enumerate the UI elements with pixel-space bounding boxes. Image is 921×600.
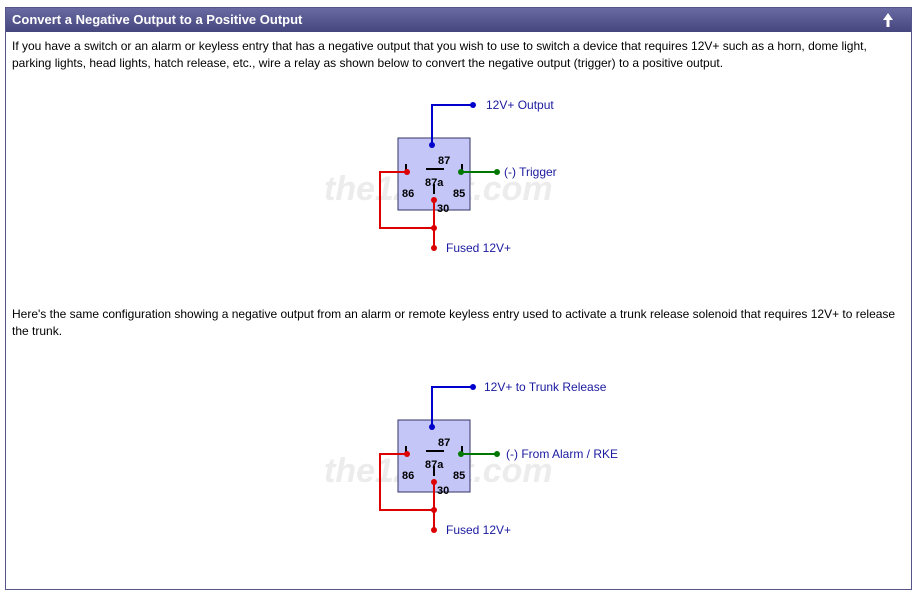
pin-86-label: 86 — [402, 470, 414, 482]
panel-title: Convert a Negative Output to a Positive … — [12, 12, 303, 27]
pin-30-label: 30 — [437, 485, 449, 497]
intro-paragraph: If you have a switch or an alarm or keyl… — [12, 39, 867, 70]
relay-diagram-trunk: the12volt.com 87 87a 86 85 30 12V+ to Tr… — [324, 380, 618, 537]
pin-85-label: 85 — [453, 470, 465, 482]
content-panel: Convert a Negative Output to a Positive … — [5, 7, 912, 590]
pin-86-label: 86 — [402, 188, 414, 200]
pin-87-label: 87 — [438, 155, 450, 167]
jumper-wire — [379, 171, 434, 229]
pin-87-label: 87 — [438, 437, 450, 449]
output-label: 12V+ to Trunk Release — [484, 380, 607, 394]
power-label: Fused 12V+ — [446, 241, 511, 255]
trigger-label: (-) Trigger — [504, 165, 557, 179]
jumper-wire — [379, 453, 434, 511]
output-wire — [431, 104, 473, 145]
output-wire — [431, 386, 473, 427]
panel-header: Convert a Negative Output to a Positive … — [6, 8, 911, 32]
pin-87a-label: 87a — [425, 177, 444, 189]
pin-85-label: 85 — [453, 188, 465, 200]
second-paragraph: Here's the same configuration showing a … — [12, 307, 896, 338]
relay-diagram-output: the12volt.com 87 87a 86 85 30 12V+ Outpu… — [324, 98, 557, 255]
pin-87a-label: 87a — [425, 459, 444, 471]
pin-30-label: 30 — [437, 203, 449, 215]
power-label: Fused 12V+ — [446, 523, 511, 537]
up-arrow-icon[interactable] — [881, 12, 895, 28]
output-label: 12V+ Output — [486, 98, 554, 112]
trigger-label: (-) From Alarm / RKE — [506, 447, 618, 461]
